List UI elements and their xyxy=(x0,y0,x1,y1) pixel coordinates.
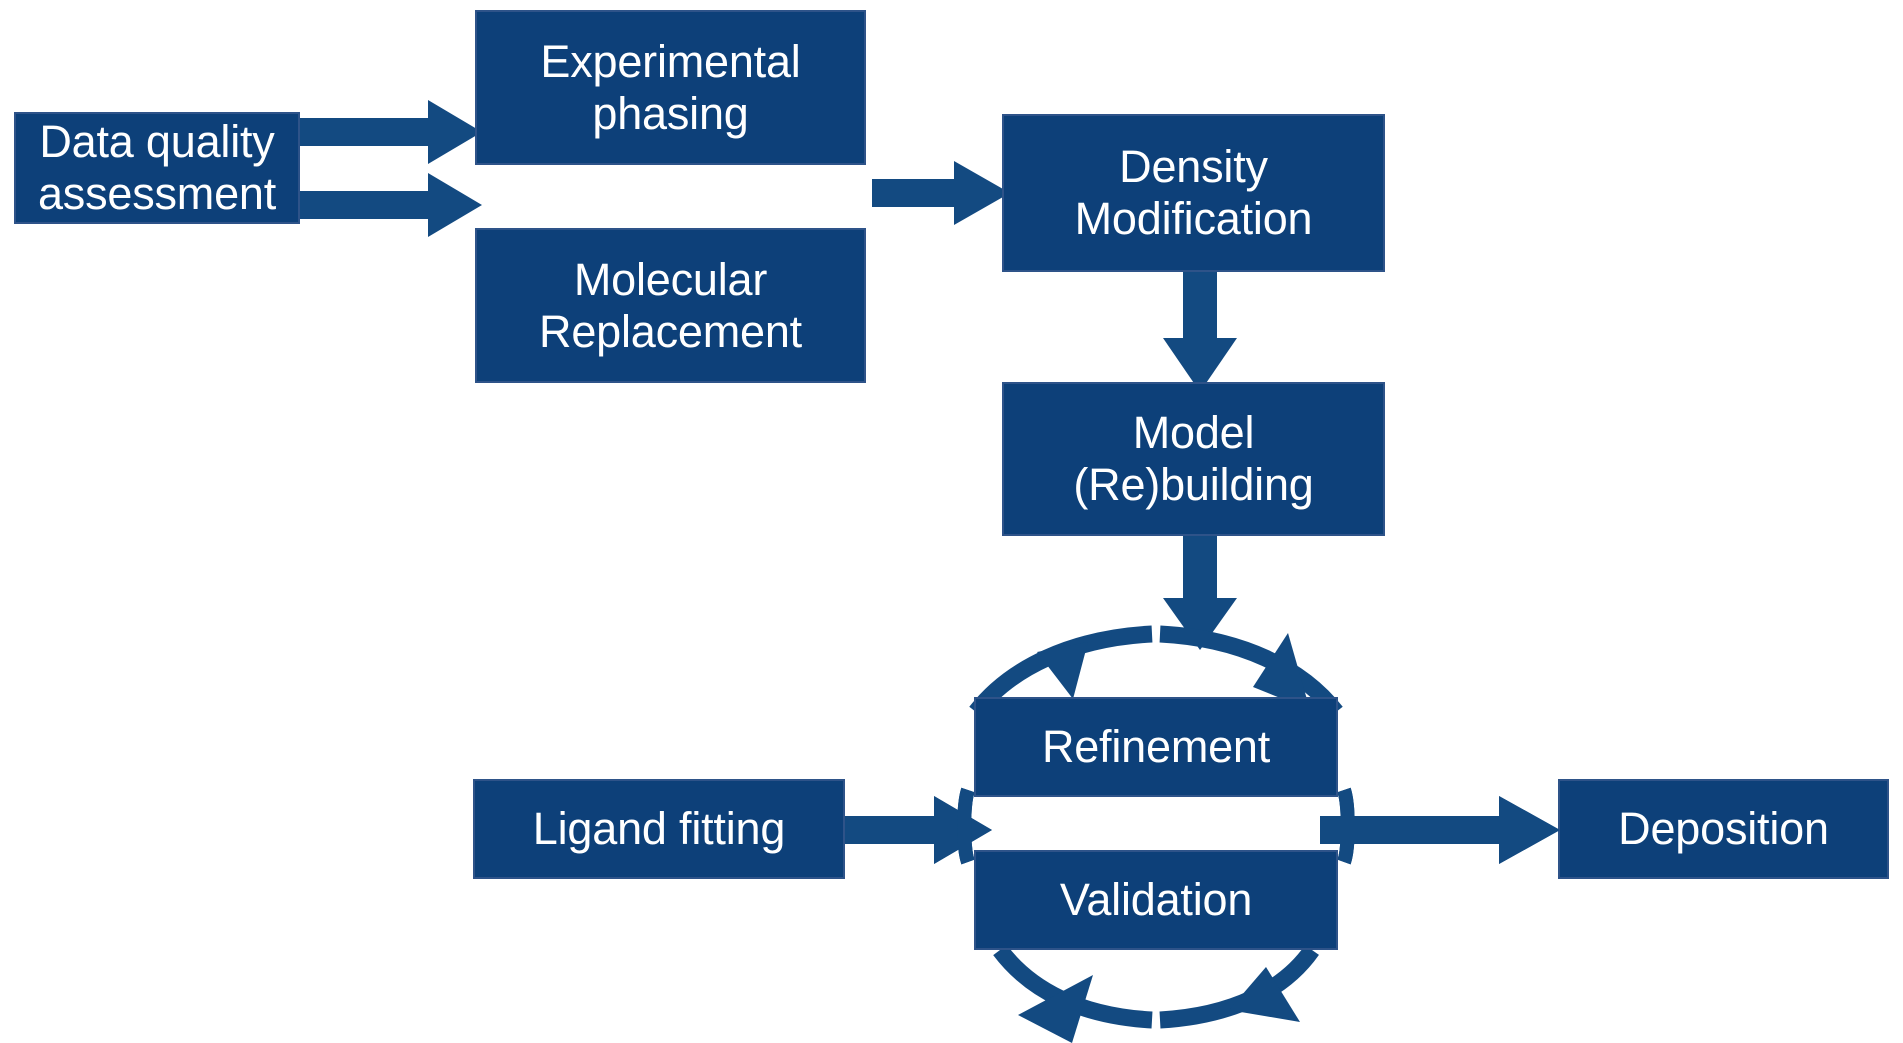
node-refinement[interactable]: Refinement xyxy=(974,697,1338,797)
node-molecular-replacement[interactable]: Molecular Replacement xyxy=(475,228,866,383)
arrow-density-modification-to-model-rebuilding xyxy=(1163,268,1237,392)
arrow-ligand-fitting-head-front xyxy=(845,787,992,865)
arrow-data-quality-to-molecular-replacement xyxy=(300,173,482,237)
node-deposition[interactable]: Deposition xyxy=(1558,779,1889,879)
arrow-model-rebuilding-to-cycle xyxy=(1163,532,1237,650)
node-ligand-fitting[interactable]: Ligand fitting xyxy=(473,779,845,879)
arrow-cycle-to-deposition-tail-front xyxy=(1337,787,1560,865)
arrow-phasing-to-density-modification xyxy=(872,161,1010,225)
node-model-rebuilding[interactable]: Model (Re)building xyxy=(1002,382,1385,536)
node-density-modification[interactable]: Density Modification xyxy=(1002,114,1385,272)
node-experimental-phasing[interactable]: Experimental phasing xyxy=(475,10,866,165)
arrow-data-quality-to-experimental-phasing xyxy=(300,100,482,164)
node-data-quality-assessment[interactable]: Data quality assessment xyxy=(14,112,300,224)
node-validation[interactable]: Validation xyxy=(974,850,1338,950)
